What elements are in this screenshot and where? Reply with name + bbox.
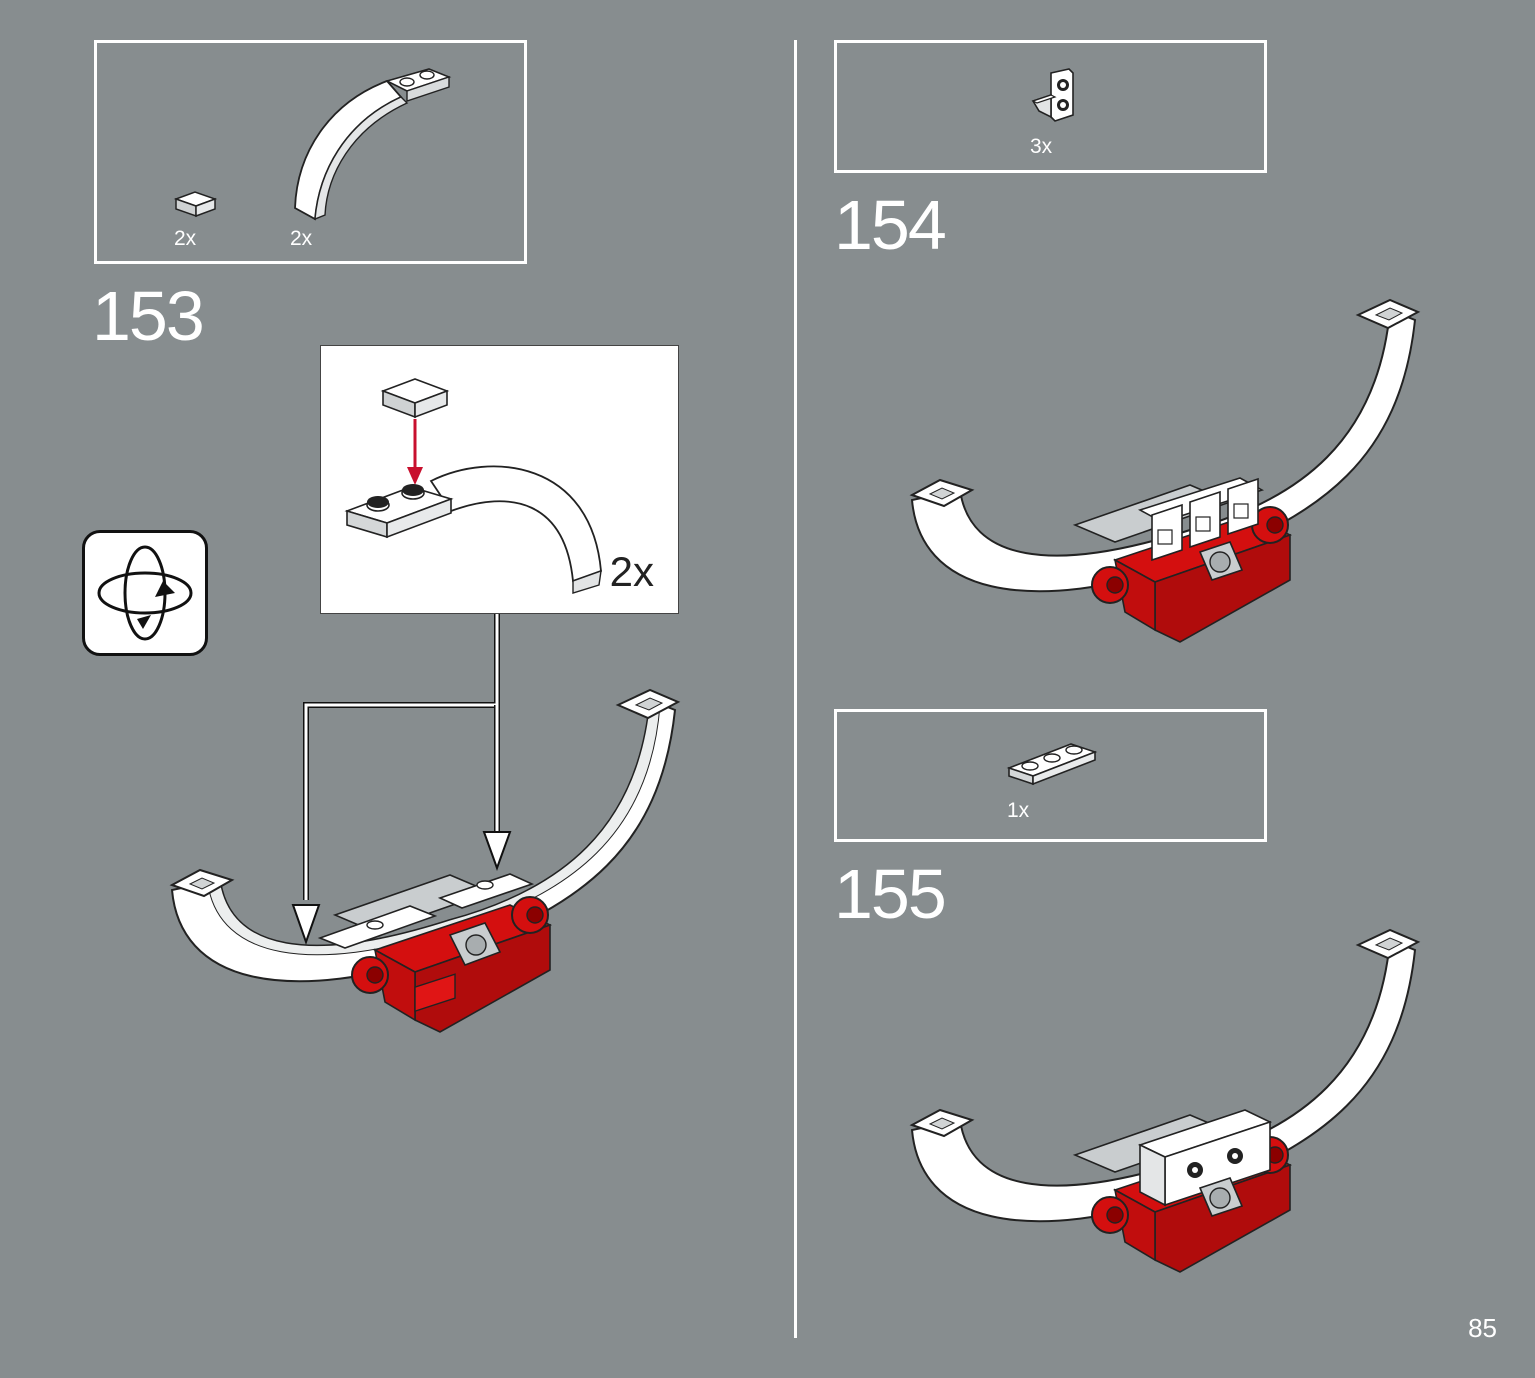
step-number-153: 153 bbox=[92, 277, 205, 355]
parts-box-step-155: 1x bbox=[834, 709, 1267, 842]
model-assembly-step-155 bbox=[909, 928, 1421, 1273]
part-qty: 2x bbox=[290, 227, 313, 250]
part-qty: 1x bbox=[1007, 799, 1030, 822]
plate-1x3-part-icon bbox=[1006, 743, 1098, 786]
subassembly-illustration bbox=[344, 378, 602, 594]
page-divider bbox=[794, 40, 797, 1338]
callout-subassembly: 2x bbox=[320, 345, 679, 614]
rotate-model-icon bbox=[82, 530, 208, 656]
model-assembly-step-153 bbox=[169, 688, 681, 1033]
tile-1x1-part-icon bbox=[173, 191, 218, 218]
model-assembly-step-154 bbox=[909, 298, 1421, 643]
part-qty: 2x bbox=[174, 227, 197, 250]
callout-qty: 2x bbox=[609, 548, 654, 595]
parts-box-step-153: 2x 2x bbox=[94, 40, 527, 264]
bracket-plate-part-icon bbox=[1031, 68, 1074, 122]
part-qty: 3x bbox=[1030, 135, 1053, 158]
step-number-155: 155 bbox=[834, 855, 947, 933]
page-number: 85 bbox=[1468, 1313, 1497, 1343]
step-number-154: 154 bbox=[834, 186, 947, 264]
parts-box-step-154: 3x bbox=[834, 40, 1267, 173]
curved-arch-brick-part-icon bbox=[294, 68, 452, 221]
rotate-arrows-icon bbox=[97, 545, 193, 641]
